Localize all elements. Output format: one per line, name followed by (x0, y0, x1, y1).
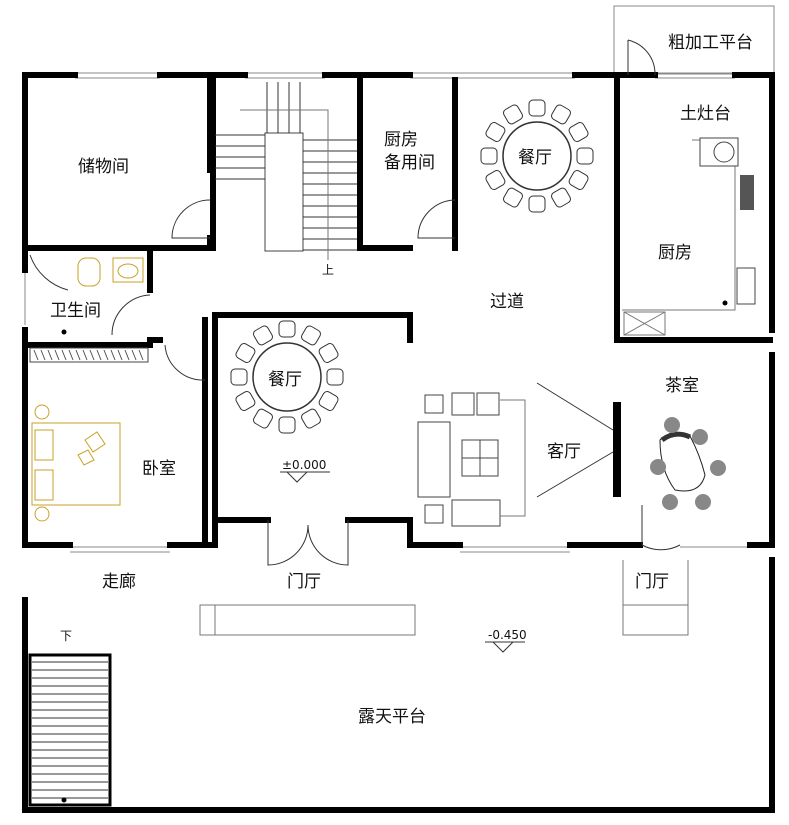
elevation-floor: ±0.000 (282, 458, 326, 472)
dining-table-lower (230, 320, 344, 434)
stair-down-label: 下 (60, 629, 72, 643)
dining-table-upper (480, 99, 594, 213)
wardrobe (29, 347, 149, 363)
bed (31, 404, 121, 522)
elevation-terrace-marker (485, 641, 525, 653)
room-label-terrace: 露天平台 (358, 707, 426, 727)
room-label-corridor: 过道 (490, 292, 524, 312)
room-label-kitchen: 厨房 (658, 243, 692, 263)
sofa-set (417, 382, 614, 527)
room-label-living: 客厅 (547, 442, 581, 462)
tv-wall (613, 402, 621, 497)
room-label-rough-platform: 粗加工平台 (668, 33, 753, 53)
room-label-storage: 储物间 (78, 157, 129, 177)
stair-up-label: 上 (322, 263, 334, 277)
foyer-steps (199, 560, 689, 636)
room-label-kitchen-backup: 厨房 (384, 130, 418, 150)
walls (22, 72, 775, 813)
room-label-stove: 土灶台 (680, 104, 731, 124)
room-label-dining-lower: 餐厅 (268, 370, 302, 390)
stair-down (28, 653, 112, 807)
sink (112, 257, 144, 283)
room-label-bathroom: 卫生间 (50, 301, 101, 321)
room-label-foyer-left: 门厅 (287, 572, 321, 592)
room-label-kitchen-backup-2: 备用间 (384, 153, 435, 173)
toilet (77, 257, 101, 287)
room-label-dining-upper: 餐厅 (518, 148, 552, 168)
tea-table (650, 417, 726, 510)
room-label-hallway: 走廊 (102, 572, 136, 592)
doors (29, 39, 681, 566)
room-label-tea-room: 茶室 (665, 376, 699, 396)
room-label-bedroom: 卧室 (142, 459, 176, 479)
elevation-floor-marker (280, 471, 330, 483)
kitchen-counter (622, 137, 756, 336)
elevation-terrace: -0.450 (488, 628, 527, 642)
room-label-foyer-right: 门厅 (635, 572, 669, 592)
stair-up (215, 82, 357, 260)
